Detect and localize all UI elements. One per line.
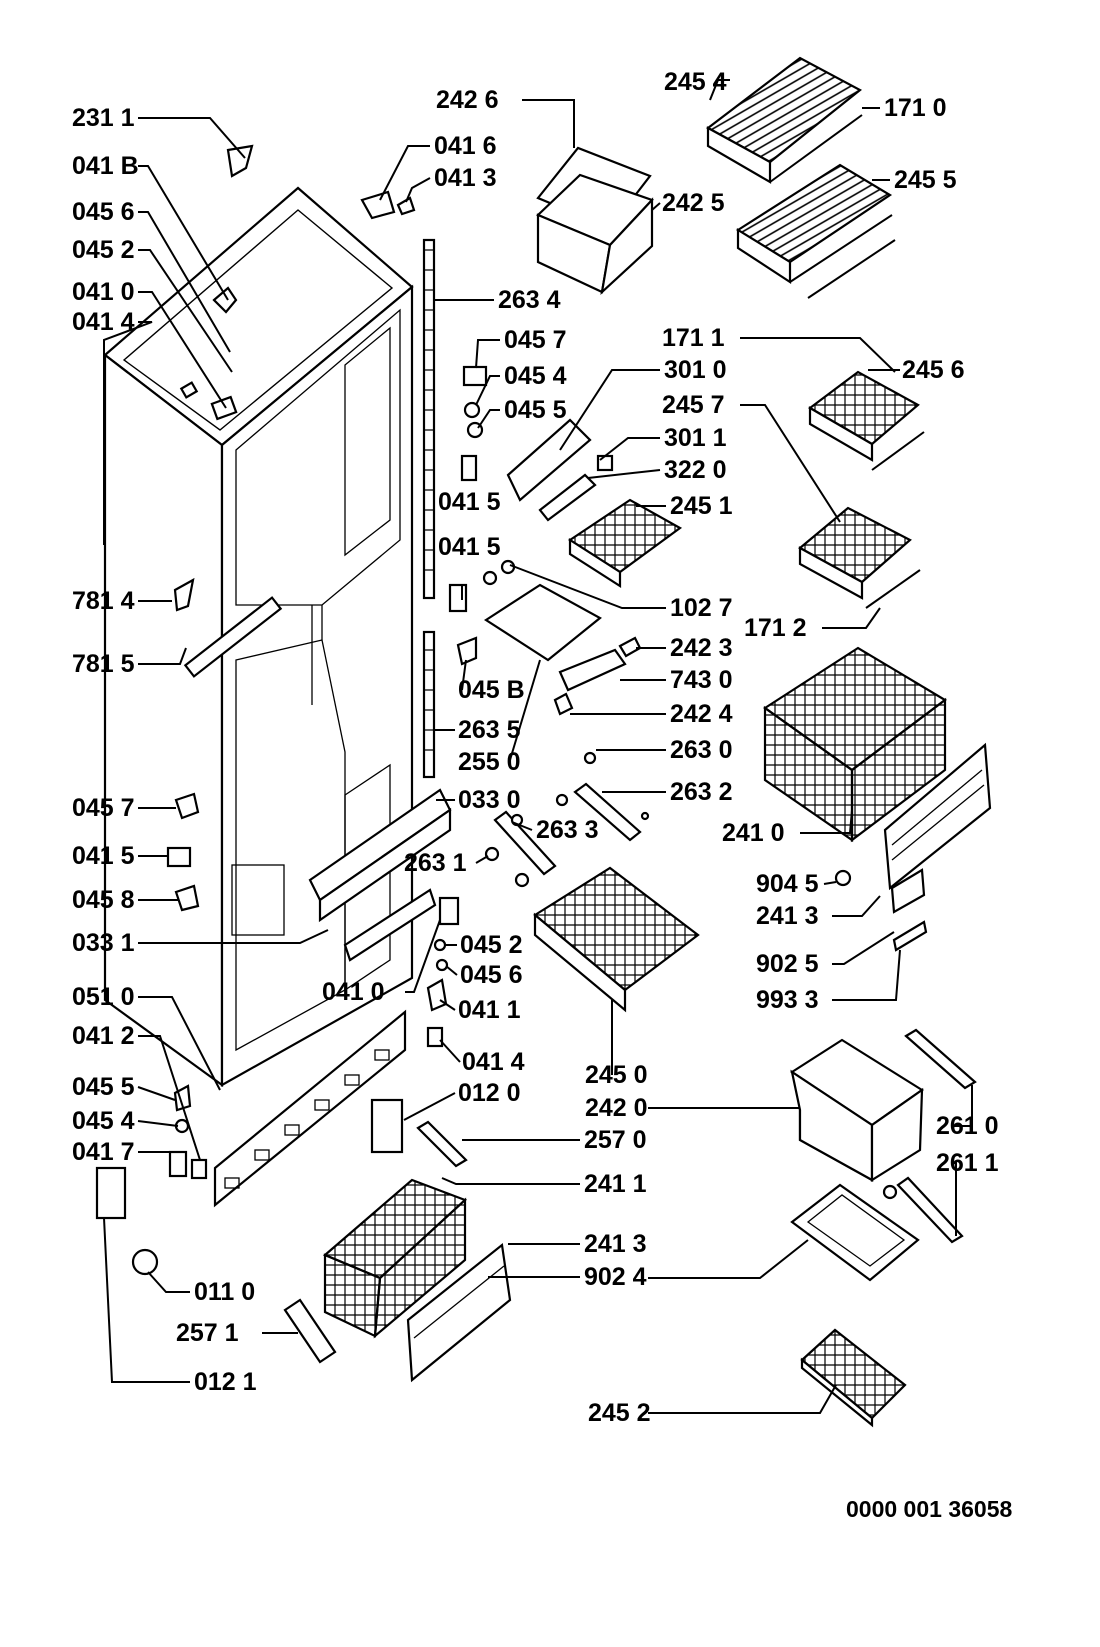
part-label: 242 0	[585, 1094, 648, 1122]
part-label: 242 3	[670, 634, 733, 662]
part-label: 781 4	[72, 587, 135, 615]
part-label: 263 1	[404, 849, 467, 877]
freezer-basket-lower	[322, 1178, 512, 1383]
part-label: 322 0	[664, 456, 727, 484]
part-label: 045 8	[72, 886, 135, 914]
bottom-left-parts	[95, 1166, 337, 1364]
leader-lines	[103, 79, 973, 1414]
part-label: 257 1	[176, 1319, 239, 1347]
part-label: 012 1	[194, 1368, 257, 1396]
part-label: 242 5	[662, 189, 725, 217]
part-label: 171 2	[744, 614, 807, 642]
part-label: 051 0	[72, 983, 135, 1011]
part-label: 012 0	[458, 1079, 521, 1107]
part-label: 902 5	[756, 950, 819, 978]
part-label: 263 2	[670, 778, 733, 806]
part-label: 242 6	[436, 86, 499, 114]
part-label: 263 4	[498, 286, 561, 314]
part-label: 041 4	[462, 1048, 525, 1076]
part-label: 261 0	[936, 1112, 999, 1140]
door-shelf-033	[308, 788, 452, 962]
drawer-rails-frame	[790, 1028, 977, 1282]
part-label: 045 6	[460, 961, 523, 989]
part-label: 241 3	[756, 902, 819, 930]
glass-shelf-245-0	[533, 866, 700, 1013]
part-label: 041 5	[438, 488, 501, 516]
part-label: 231 1	[72, 104, 135, 132]
upper-right-shelves	[705, 56, 896, 299]
vegetable-drawer	[789, 1038, 924, 1182]
part-label: 902 4	[584, 1263, 647, 1291]
part-label: 033 0	[458, 786, 521, 814]
base-panel	[213, 1009, 468, 1208]
part-label: 041 4	[72, 308, 135, 336]
part-label: 301 0	[664, 356, 727, 384]
control-panel-parts	[506, 418, 683, 589]
part-label: 245 7	[662, 391, 725, 419]
part-label: 045 6	[72, 198, 135, 226]
part-label: 041 3	[434, 164, 497, 192]
part-label: 263 3	[536, 816, 599, 844]
part-label: 743 0	[670, 666, 733, 694]
part-label: 904 5	[756, 870, 819, 898]
part-label: 245 1	[670, 492, 733, 520]
part-label: 045 5	[504, 396, 567, 424]
part-label: 045 5	[72, 1073, 135, 1101]
part-label: 045 4	[504, 362, 567, 390]
part-label: 045 7	[72, 794, 135, 822]
part-label: 045 2	[72, 236, 135, 264]
part-label: 245 2	[588, 1399, 651, 1427]
part-label: 241 0	[722, 819, 785, 847]
part-label: 242 4	[670, 700, 733, 728]
part-label: 041 5	[72, 842, 135, 870]
part-label: 041 5	[438, 533, 501, 561]
part-label: 263 5	[458, 716, 521, 744]
part-label: 301 1	[664, 424, 727, 452]
top-hinge-parts	[173, 144, 283, 678]
part-label: 041 0	[322, 978, 385, 1006]
part-label: 041 2	[72, 1022, 135, 1050]
part-label: 171 0	[884, 94, 947, 122]
part-label: 257 0	[584, 1126, 647, 1154]
part-label: 041 6	[434, 132, 497, 160]
part-label: 041 0	[72, 278, 135, 306]
part-label: 045 2	[460, 931, 523, 959]
part-label: 102 7	[670, 594, 733, 622]
drawing	[95, 56, 992, 1428]
part-label: 255 0	[458, 748, 521, 776]
part-label: 241 3	[584, 1230, 647, 1258]
part-label: 045 4	[72, 1107, 135, 1135]
part-label: 171 1	[662, 324, 725, 352]
hinge-parts-middle	[360, 190, 516, 666]
rails-263	[484, 751, 650, 888]
small-shelves-right	[798, 370, 925, 609]
part-label: 245 6	[902, 356, 965, 384]
shelf-rails	[422, 238, 436, 779]
hinge-parts-lower	[166, 792, 460, 1180]
part-label: 041 1	[458, 996, 521, 1024]
part-label: 245 0	[585, 1061, 648, 1089]
part-label: 993 3	[756, 986, 819, 1014]
document-id: 0000 001 36058	[846, 1496, 1012, 1522]
part-label: 041 B	[72, 152, 139, 180]
dairy-compartment	[536, 146, 654, 295]
part-labels: 231 1 041 B 045 6 045 2 041 0 041 4 781 …	[72, 68, 999, 1427]
part-label: 241 1	[584, 1170, 647, 1198]
part-label: 263 0	[670, 736, 733, 764]
glass-plate-ice-tray	[483, 583, 642, 716]
part-label: 033 1	[72, 929, 135, 957]
freezer-basket-upper	[763, 646, 992, 952]
part-label: 245 5	[894, 166, 957, 194]
part-label: 045 B	[458, 676, 525, 704]
part-label: 781 5	[72, 650, 135, 678]
part-label: 011 0	[194, 1278, 255, 1306]
small-crisper-tray	[800, 1328, 907, 1428]
part-label: 261 1	[936, 1149, 999, 1177]
part-label: 045 7	[504, 326, 567, 354]
part-label: 245 4	[664, 68, 727, 96]
part-label: 041 7	[72, 1138, 135, 1166]
